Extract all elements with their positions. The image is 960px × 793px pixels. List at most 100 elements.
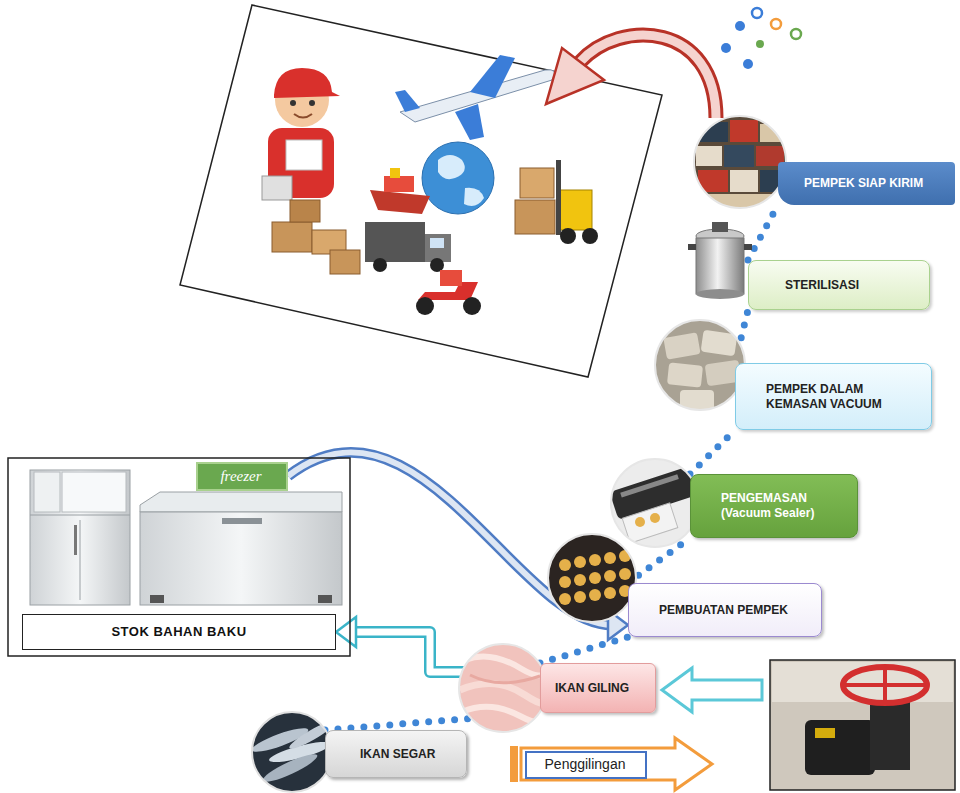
airplane — [395, 90, 420, 112]
chest-freezer-image — [140, 492, 342, 512]
chest-freezer-image — [222, 518, 262, 524]
dotted-trail — [540, 637, 628, 663]
cardboard-boxes — [290, 200, 320, 222]
fridge-image — [30, 470, 130, 605]
packages-photo — [700, 194, 780, 208]
autoclave-image — [688, 222, 752, 299]
vacuum-pack-photo — [663, 332, 700, 360]
hollow-arrow — [662, 668, 762, 712]
step-box: PEMBUATAN PEMPEK — [628, 583, 822, 637]
minced-fish-photo — [460, 684, 549, 704]
ship — [390, 168, 400, 178]
process-label: Penggilingan — [525, 751, 647, 779]
step-box: STERILISASI — [748, 260, 930, 310]
grinder-photo — [805, 720, 875, 775]
step-box: IKAN SEGAR — [325, 730, 467, 778]
forklift — [515, 200, 555, 234]
pempek-tray-photo — [604, 552, 616, 564]
vacuum-sealer-photo — [635, 517, 645, 527]
node-text: PEMPEK SIAP KIRIM — [804, 176, 923, 191]
step-band: PEMPEK SIAP KIRIM — [778, 162, 955, 205]
cardboard-boxes — [272, 200, 360, 274]
pempek-tray-photo — [574, 574, 586, 586]
stock-box: STOK BAHAN BAKU — [22, 614, 336, 650]
courier-figure — [274, 68, 340, 98]
node-text: PENGEMASAN (Vacuum Sealer) — [721, 491, 841, 521]
vacuum-pack-photo — [654, 319, 746, 411]
decorative-dots — [743, 59, 753, 69]
globe — [438, 155, 465, 179]
node-text: STOK BAHAN BAKU — [111, 624, 246, 640]
photo-ring — [611, 459, 699, 547]
pempek-tray-photo — [589, 572, 601, 584]
ship — [370, 190, 430, 214]
node-text: PEMPEK DALAM KEMASAN VACUUM — [766, 382, 896, 412]
node-text: freezer — [220, 467, 261, 486]
dotted-trail — [748, 205, 778, 260]
grinder-photo — [815, 728, 835, 738]
airplane — [470, 55, 515, 98]
courier-figure — [286, 140, 322, 170]
autoclave-image — [696, 238, 744, 294]
pempek-tray-photo — [559, 559, 571, 571]
forklift — [556, 160, 561, 235]
fridge-image — [62, 472, 126, 512]
packages-photo — [694, 116, 786, 208]
decorative-dots — [791, 29, 801, 39]
forklift — [558, 190, 592, 230]
globe — [422, 142, 494, 214]
forklift — [520, 168, 554, 198]
pempek-tray-photo — [559, 550, 631, 605]
chest-freezer-image — [318, 595, 332, 603]
fish-photo — [250, 710, 334, 793]
courier-figure — [309, 100, 315, 106]
truck — [365, 222, 425, 262]
chest-freezer-image — [150, 595, 164, 603]
decorative-dots — [721, 43, 731, 53]
grinder-photo — [843, 667, 927, 703]
tag-label: freezer — [196, 462, 288, 491]
scooter — [416, 270, 481, 315]
globe — [464, 188, 484, 206]
dotted-trail — [690, 430, 735, 474]
grinder-photo — [843, 683, 927, 687]
pempek-tray-photo — [604, 587, 616, 599]
autoclave-image — [744, 244, 752, 250]
decorative-dots — [735, 21, 745, 31]
curved-arrow — [546, 35, 716, 118]
step-box: PEMPEK DALAM KEMASAN VACUUM — [735, 363, 932, 430]
freezer-panel — [8, 458, 350, 656]
vacuum-sealer-photo — [622, 503, 678, 543]
grinder-photo — [772, 662, 953, 702]
pempek-tray-photo — [604, 570, 616, 582]
pempek-tray-photo — [559, 593, 571, 605]
truck — [373, 258, 387, 272]
scooter — [440, 270, 462, 286]
fridge-image — [80, 520, 81, 600]
process-arrow — [510, 746, 518, 782]
decorative-dots — [756, 40, 764, 48]
forklift — [515, 160, 598, 244]
forklift — [560, 228, 576, 244]
ship — [384, 176, 414, 192]
fish-photo — [260, 750, 319, 786]
arrow-heads — [336, 617, 356, 647]
photo-ring — [655, 320, 745, 410]
minced-fish-photo — [462, 707, 548, 723]
packages-photo — [730, 170, 758, 192]
truck — [430, 258, 444, 272]
node-text: STERILISASI — [785, 278, 859, 293]
vacuum-sealer-photo — [650, 513, 660, 523]
step-box: IKAN GILING — [540, 663, 656, 713]
packages-photo — [694, 116, 786, 208]
minced-fish-photo — [465, 656, 546, 675]
pempek-tray-photo — [559, 576, 571, 588]
minced-fish-photo — [458, 643, 549, 733]
packages-photo — [730, 120, 758, 142]
step-box: PENGEMASAN (Vacuum Sealer) — [690, 474, 858, 538]
autoclave-image — [696, 289, 744, 299]
airplane — [455, 104, 484, 140]
packages-photo — [696, 146, 722, 166]
fridge-image — [30, 515, 130, 516]
connector-line — [690, 430, 735, 474]
